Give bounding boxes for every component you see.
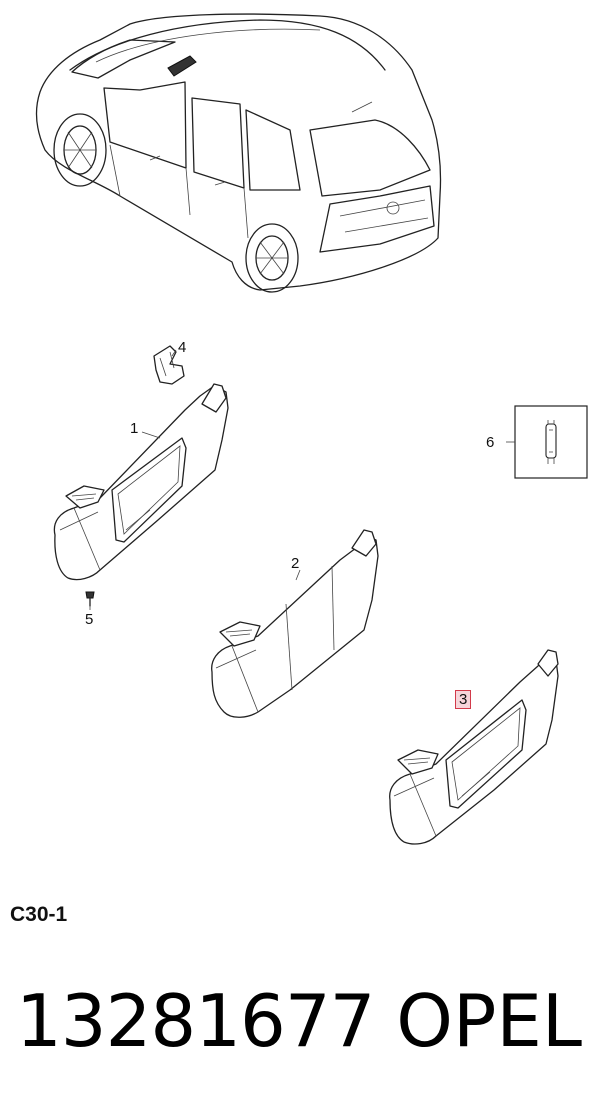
parts-diagram bbox=[35, 13, 588, 845]
part-6-bulb-drawing bbox=[514, 405, 588, 479]
part-1-sunvisor-mirror-drawing bbox=[53, 383, 229, 581]
callout-3-highlighted[interactable]: 3 bbox=[455, 690, 472, 709]
callout-2: 2 bbox=[291, 555, 300, 572]
callout-5: 5 bbox=[85, 611, 94, 628]
part-4-clip-drawing bbox=[153, 345, 185, 385]
part-2-sunvisor-drawing bbox=[211, 529, 379, 718]
brand-name: OPEL bbox=[396, 979, 582, 1063]
part-3-sunvisor-mirror-drawing bbox=[389, 649, 559, 845]
callout-6: 6 bbox=[486, 434, 495, 451]
part-number: 13281677 bbox=[16, 979, 375, 1063]
section-code: C30-1 bbox=[10, 903, 68, 926]
part-5-screw-drawing bbox=[85, 591, 95, 607]
callout-1: 1 bbox=[130, 420, 139, 437]
leader-lines bbox=[89, 349, 515, 610]
callout-4: 4 bbox=[178, 339, 187, 356]
car-illustration bbox=[35, 13, 442, 293]
footer: 13281677 OPEL bbox=[0, 985, 600, 1075]
